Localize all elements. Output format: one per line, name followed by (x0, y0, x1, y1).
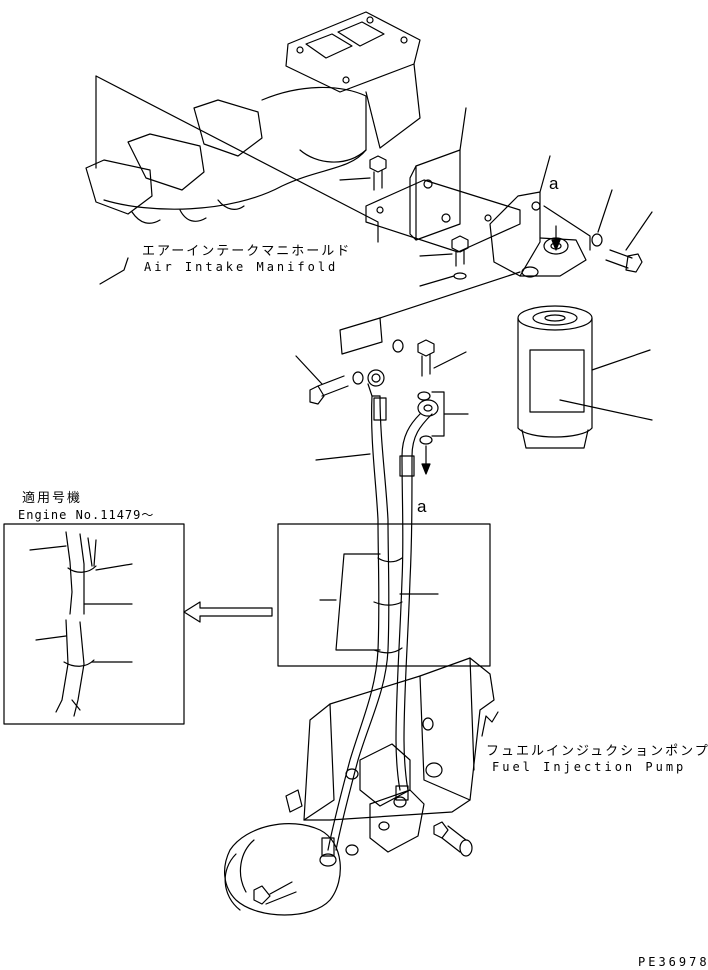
bolt-pump (433, 821, 473, 857)
washers-left (352, 339, 433, 445)
fuel-injection-pump-label-en: Fuel Injection Pump (492, 760, 687, 774)
bolt-left (295, 355, 349, 405)
mounting-bracket (365, 107, 521, 253)
fuel-injection-pump-label-jp: フュエルインジュクションポンプ (486, 744, 708, 759)
hollow-left-arrow (183, 601, 273, 623)
applicable-serial-label: 適用号機 (22, 491, 83, 506)
connection-mark-a-top: a (549, 174, 559, 193)
air-intake-manifold (85, 11, 421, 224)
detail-box-main (277, 523, 491, 667)
down-arrow-head (421, 463, 431, 475)
bolt-lower (419, 235, 469, 287)
hose-right (395, 399, 439, 791)
fuel-injection-pump (224, 657, 495, 916)
bolt-right (605, 211, 653, 273)
fuel-filter-cartridge (517, 305, 653, 449)
hose-left (327, 369, 390, 851)
washer-right (591, 233, 603, 247)
drawing-code: PE36978 (638, 955, 708, 969)
filter-head (489, 155, 591, 278)
engine-number-label: Engine No.11479～ (18, 508, 155, 522)
detail-box-engine (3, 523, 185, 725)
bolt-upper (339, 155, 387, 191)
connection-mark-a-bottom: a (417, 497, 427, 516)
air-intake-manifold-label-jp: エアーインテークマニホールド (142, 244, 352, 259)
banjo-bolt (417, 339, 467, 377)
air-intake-manifold-label-en: Air Intake Manifold (144, 260, 339, 274)
